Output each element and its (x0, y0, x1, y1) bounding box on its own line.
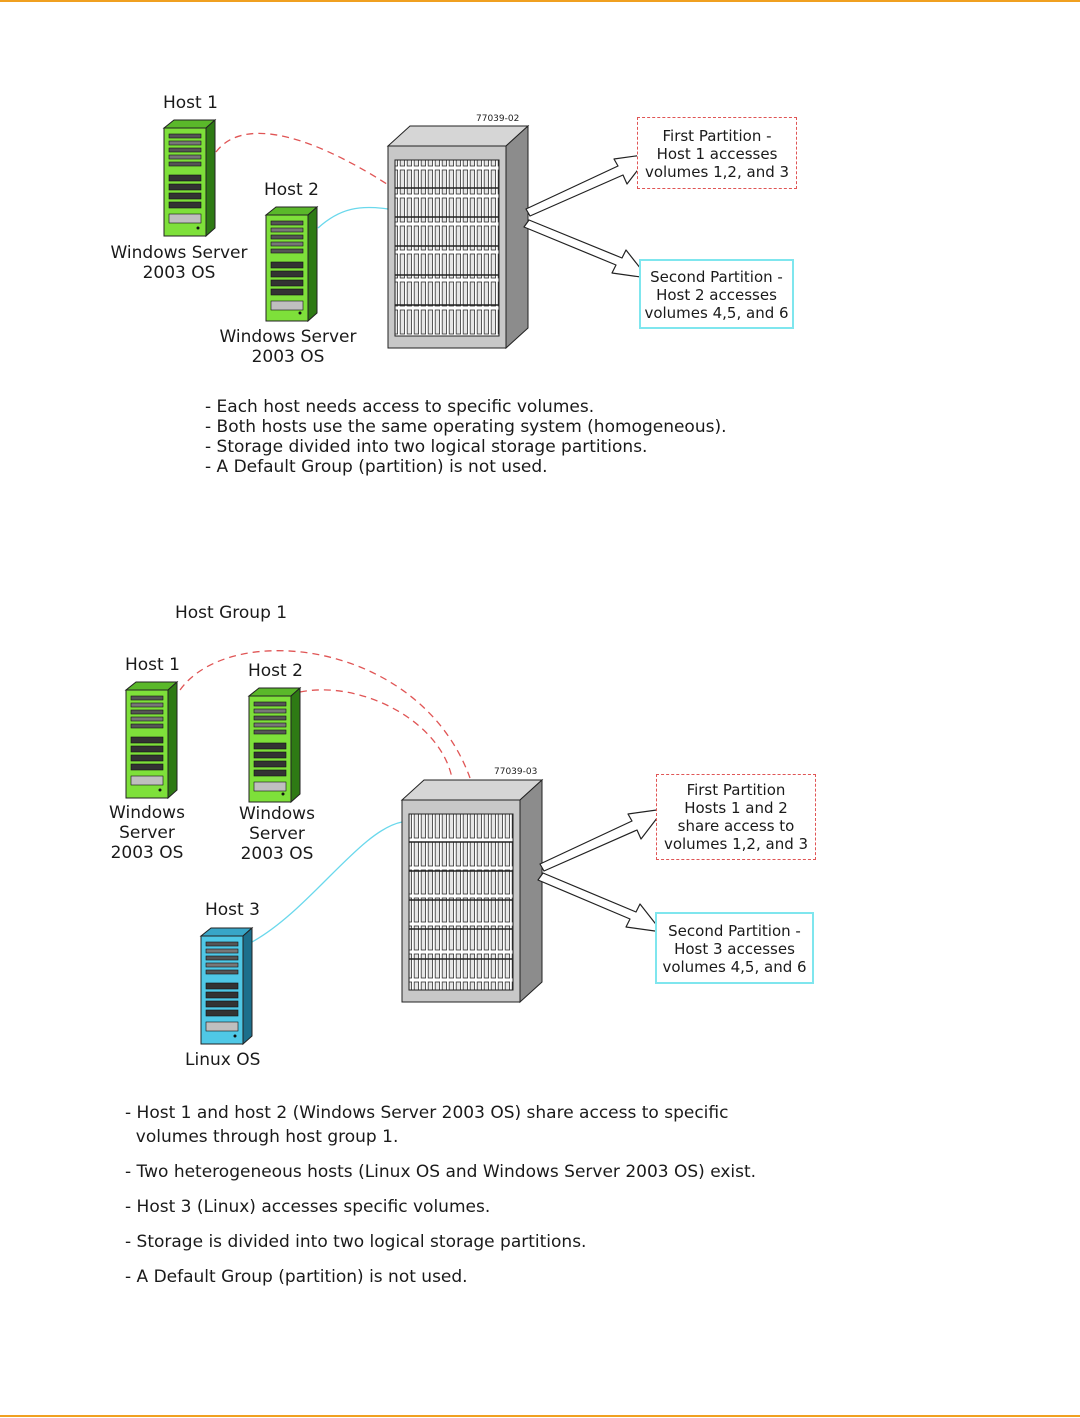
os-line: 2003 OS (110, 843, 184, 863)
group-host2-label: Host 2 (248, 661, 303, 681)
note-item: - Host 1 and host 2 (Windows Server 2003… (125, 1103, 729, 1147)
partition-line: volumes 1,2, and 3 (663, 835, 809, 853)
bottom-rule (0, 1415, 1080, 1417)
note-item: - Two heterogeneous hosts (Linux OS and … (125, 1162, 757, 1182)
partition-line: volumes 1,2, and 3 (644, 163, 790, 181)
note-item: - Both hosts use the same operating syst… (205, 417, 727, 437)
host2-link (317, 206, 389, 229)
note-item: - Storage divided into two logical stora… (205, 437, 648, 457)
note-item: - Storage is divided into two logical st… (125, 1232, 587, 1252)
note-item: - Each host needs access to specific vol… (205, 397, 595, 417)
partition-line: share access to (677, 817, 795, 835)
os-line: 2003 OS (240, 844, 314, 864)
host1-label: Host 1 (163, 93, 218, 113)
os-line: Windows (239, 804, 315, 824)
storage-array-icon (386, 124, 530, 350)
host2-os-line: 2003 OS (251, 347, 325, 367)
host3-link (251, 821, 403, 943)
second-partition-box: Second Partition - Host 2 accesses volum… (639, 259, 794, 329)
note-item: - Host 3 (Linux) accesses specific volum… (125, 1197, 491, 1217)
host3-label: Host 3 (205, 900, 260, 920)
host-group-label: Host Group 1 (175, 603, 288, 623)
partition-line: Second Partition - (650, 268, 783, 286)
group-host2-os-label: Windows Server 2003 OS (222, 804, 332, 864)
host3-os-label: Linux OS (185, 1050, 261, 1070)
host2-os-line: Windows Server (219, 327, 357, 347)
host2-label: Host 2 (264, 180, 319, 200)
host3-linux-server-icon (199, 926, 254, 1046)
first-partition-box: First Partition - Host 1 accesses volume… (637, 117, 797, 189)
group-arrow-to-first-partition-icon (539, 808, 665, 872)
partition-line: Host 3 accesses (674, 940, 795, 958)
partition-line: First Partition - (662, 127, 772, 145)
figure-code: 77039-02 (476, 114, 520, 124)
diagram-2 (124, 650, 665, 1046)
host1-os-label: Windows Server 2003 OS (98, 243, 260, 283)
host1-server-icon (162, 118, 217, 238)
host1-os-line: Windows Server (110, 243, 248, 263)
partition-line: Host 2 accesses (656, 286, 777, 304)
note-item: - A Default Group (partition) is not use… (205, 457, 548, 477)
group-second-partition-box: Second Partition - Host 3 accesses volum… (655, 912, 814, 984)
note-item: - A Default Group (partition) is not use… (125, 1267, 468, 1287)
diagram-1 (162, 118, 651, 350)
group-first-partition-box: First Partition Hosts 1 and 2 share acce… (656, 774, 816, 860)
group-arrow-to-second-partition-icon (537, 872, 663, 933)
diagram2-notes: - Host 1 and host 2 (Windows Server 2003… (125, 1101, 756, 1300)
group-link-inner (299, 689, 453, 779)
host1-os-line: 2003 OS (142, 263, 216, 283)
partition-line: First Partition (686, 781, 786, 799)
group-host1-server-icon (124, 680, 179, 800)
partition-line: Host 1 accesses (656, 145, 778, 163)
arrow-to-first-partition-icon (525, 153, 651, 217)
group-link-outer (179, 650, 471, 779)
arrow-to-second-partition-icon (523, 219, 649, 279)
group-host1-os-label: Windows Server 2003 OS (92, 803, 202, 863)
host1-link (215, 132, 391, 187)
diagram1-notes: - Each host needs access to specific vol… (205, 397, 727, 477)
partition-line: volumes 4,5, and 6 (644, 304, 789, 322)
group-host2-server-icon (247, 686, 302, 804)
group-storage-array-icon (400, 778, 544, 1004)
host2-server-icon (264, 205, 319, 323)
top-rule (0, 0, 1080, 2)
os-line: Windows (109, 803, 185, 823)
partition-line: volumes 4,5, and 6 (662, 958, 807, 976)
os-line: Server (119, 823, 175, 843)
partition-line: Second Partition - (668, 922, 801, 940)
host2-os-label: Windows Server 2003 OS (207, 327, 369, 367)
figure-code: 77039-03 (494, 767, 538, 777)
group-host1-label: Host 1 (125, 655, 180, 675)
partition-line: Hosts 1 and 2 (684, 799, 788, 817)
os-line: Server (249, 824, 305, 844)
